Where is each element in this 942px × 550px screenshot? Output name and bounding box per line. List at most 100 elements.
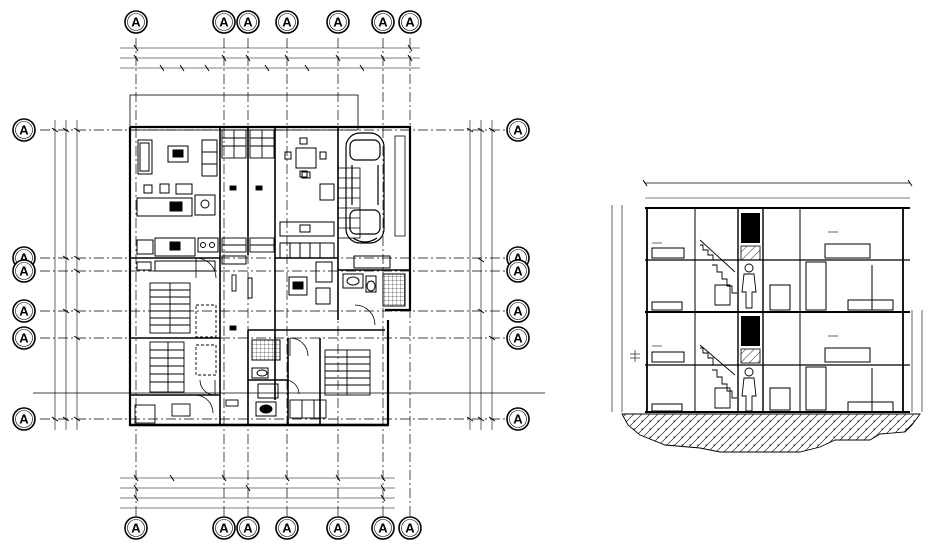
grid-bubble-label: A bbox=[513, 123, 523, 138]
section-walls bbox=[646, 208, 904, 412]
grid-bubble-inner-circle bbox=[239, 13, 257, 31]
grid-bubble-inner-circle bbox=[374, 519, 392, 537]
grid-bubble-circle bbox=[275, 516, 299, 540]
grid-bubble-inner-circle bbox=[215, 519, 233, 537]
grid-bubble-label: A bbox=[282, 15, 292, 30]
grid-bubble-circle bbox=[12, 299, 36, 323]
shaft-blocks bbox=[741, 213, 760, 346]
grid-bubble-inner-circle bbox=[509, 262, 527, 280]
grid-bubble-label: A bbox=[19, 304, 29, 319]
armchair-icon bbox=[201, 139, 218, 177]
dining-table-icon bbox=[279, 137, 335, 237]
grid-bubble-circle bbox=[12, 118, 36, 142]
grid-bubble-circle bbox=[12, 259, 36, 283]
grid-bubble-inner-circle bbox=[15, 121, 33, 139]
side-dimension-lines bbox=[51, 120, 496, 430]
grid-bubble-top: A bbox=[124, 10, 148, 34]
grid-bubble-circle bbox=[275, 10, 299, 34]
grid-bubble-top: A bbox=[236, 10, 260, 34]
grid-bubble-label: A bbox=[243, 521, 253, 536]
grid-bubble-inner-circle bbox=[509, 329, 527, 347]
grid-bubble-circle bbox=[124, 10, 148, 34]
section-annotations bbox=[630, 231, 838, 362]
grid-bubble-label: A bbox=[19, 412, 29, 427]
grid-bubble-circle bbox=[124, 516, 148, 540]
grid-bubble-label: A bbox=[333, 15, 343, 30]
axis-lines bbox=[40, 38, 505, 520]
toilet-icon bbox=[342, 255, 406, 307]
grid-bubble-label: A bbox=[513, 304, 523, 319]
grid-bubble-circle bbox=[398, 516, 422, 540]
grid-bubble-label: A bbox=[405, 521, 415, 536]
grid-bubble-right: A bbox=[506, 407, 530, 431]
person-silhouette-icon bbox=[741, 263, 757, 412]
closet-units bbox=[221, 129, 275, 253]
grid-bubble-inner-circle bbox=[374, 13, 392, 31]
grid-bubble-label: A bbox=[19, 251, 29, 266]
grid-bubble-circle bbox=[212, 516, 236, 540]
grid-bubble-label: A bbox=[219, 521, 229, 536]
section-stairs bbox=[699, 239, 737, 409]
grid-bubble-label: A bbox=[219, 15, 229, 30]
lower-bathroom bbox=[251, 339, 281, 417]
grid-bubble-right: A bbox=[506, 326, 530, 350]
grid-bubble-right: A bbox=[506, 118, 530, 142]
grid-bubble-label: A bbox=[19, 123, 29, 138]
grid-bubble-circle bbox=[212, 10, 236, 34]
bottom-dimension-lines bbox=[120, 474, 395, 509]
grid-bubble-circle bbox=[398, 10, 422, 34]
grid-bubble-inner-circle bbox=[127, 13, 145, 31]
grid-bubble-label: A bbox=[131, 521, 141, 536]
grid-bubble-top: A bbox=[275, 10, 299, 34]
grid-bubble-inner-circle bbox=[401, 13, 419, 31]
grid-bubble-circle bbox=[506, 407, 530, 431]
roof-outline bbox=[129, 94, 359, 131]
grid-bubble-bottom: A bbox=[398, 516, 422, 540]
sofa-icon bbox=[137, 139, 153, 175]
grid-bubble-label: A bbox=[131, 15, 141, 30]
grid-bubble-label: A bbox=[513, 264, 523, 279]
grid-bubble-inner-circle bbox=[239, 519, 257, 537]
grid-bubble-bottom: A bbox=[236, 516, 260, 540]
kitchen-area bbox=[136, 242, 335, 305]
grid-bubble-inner-circle bbox=[329, 13, 347, 31]
grid-bubble-label: A bbox=[378, 521, 388, 536]
doors bbox=[194, 257, 376, 414]
grid-bubble-bottom: A bbox=[371, 516, 395, 540]
grid-bubble-left: A bbox=[12, 259, 36, 283]
grid-bubble-circle bbox=[506, 259, 530, 283]
grid-bubble-top: A bbox=[326, 10, 350, 34]
grid-bubble-label: A bbox=[405, 15, 415, 30]
grid-bubble-inner-circle bbox=[215, 13, 233, 31]
grid-bubble-circle bbox=[371, 516, 395, 540]
grid-bubble-label: A bbox=[513, 412, 523, 427]
grid-bubble-label: A bbox=[282, 521, 292, 536]
grid-bubble-inner-circle bbox=[15, 302, 33, 320]
grid-bubble-label: A bbox=[378, 15, 388, 30]
living-room-furniture bbox=[136, 139, 219, 257]
grid-bubble-inner-circle bbox=[278, 13, 296, 31]
grid-bubble-inner-circle bbox=[401, 519, 419, 537]
grid-bubble-inner-circle bbox=[509, 410, 527, 428]
grid-bubble-left: A bbox=[12, 407, 36, 431]
top-dimension-lines bbox=[120, 44, 420, 72]
grid-bubble-circle bbox=[236, 10, 260, 34]
grid-bubble-top: A bbox=[212, 10, 236, 34]
outer-walls bbox=[33, 125, 545, 427]
grid-bubble-right: A bbox=[506, 259, 530, 283]
grid-bubble-inner-circle bbox=[278, 519, 296, 537]
grid-bubble-inner-circle bbox=[15, 410, 33, 428]
grid-bubble-inner-circle bbox=[15, 329, 33, 347]
grid-bubble-circle bbox=[12, 407, 36, 431]
grid-bubble-bottom: A bbox=[212, 516, 236, 540]
garage-ramp bbox=[337, 135, 406, 239]
grid-bubble-bottom: A bbox=[275, 516, 299, 540]
grid-bubble-circle bbox=[506, 299, 530, 323]
grid-bubble-left: A bbox=[12, 118, 36, 142]
grid-bubble-circle bbox=[326, 516, 350, 540]
grid-bubble-bottom: A bbox=[326, 516, 350, 540]
stair-icon-right bbox=[289, 349, 371, 419]
grid-bubble-top: A bbox=[398, 10, 422, 34]
